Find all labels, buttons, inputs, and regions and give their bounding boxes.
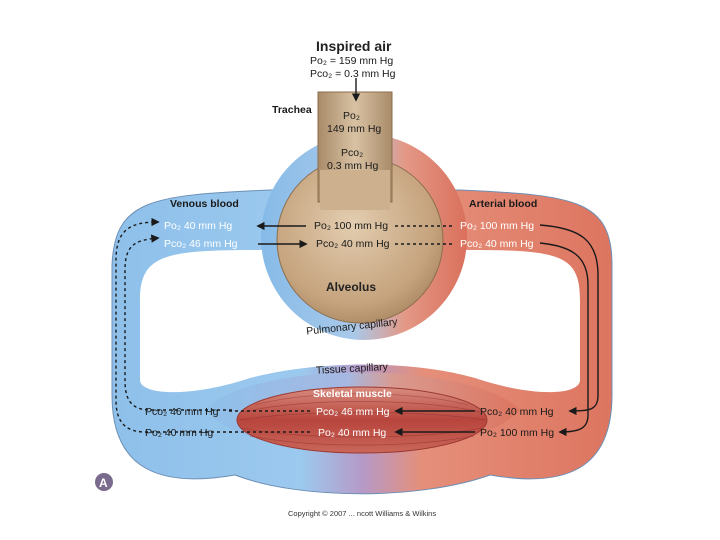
trachea-pco2-label: Pco₂ bbox=[341, 147, 363, 159]
panel-badge bbox=[95, 473, 113, 491]
muscle-pco2: Pco₂ 46 mm Hg bbox=[316, 406, 390, 418]
muscle-title: Skeletal muscle bbox=[313, 388, 392, 400]
alveolus-pco2: Pco₂ 40 mm Hg bbox=[316, 238, 390, 250]
arterial-po2: Po₂ 100 mm Hg bbox=[460, 220, 534, 232]
alveolus-po2: Po₂ 100 mm Hg bbox=[314, 220, 388, 232]
venous-return-line-2 bbox=[115, 217, 232, 433]
tissue-right-po2: Po₂ 100 mm Hg bbox=[480, 427, 554, 439]
arterial-line-2 bbox=[539, 242, 589, 437]
venous-title: Venous blood bbox=[170, 198, 239, 210]
inspired-pco2: Pco₂ = 0.3 mm Hg bbox=[310, 68, 396, 80]
arterial-title: Arterial blood bbox=[469, 198, 537, 210]
panel-letter: A bbox=[99, 476, 108, 490]
venous-return-line bbox=[124, 234, 232, 411]
muscle-po2: Po₂ 40 mm Hg bbox=[318, 427, 386, 439]
copyright-text: Copyright © 2007 ... ncott Williams & Wi… bbox=[288, 509, 436, 518]
inspired-title: Inspired air bbox=[316, 38, 392, 54]
tissue-right-pco2: Pco₂ 40 mm Hg bbox=[480, 406, 554, 418]
trachea-label: Trachea bbox=[272, 104, 312, 116]
venous-pco2: Pco₂ 46 mm Hg bbox=[164, 238, 238, 250]
trachea-pco2-value: 0.3 mm Hg bbox=[327, 160, 379, 172]
tissue-left-pco2: Pco₂ 46 mm Hg bbox=[145, 406, 219, 418]
arterial-pco2: Pco₂ 40 mm Hg bbox=[460, 238, 534, 250]
inspired-po2: Po₂ = 159 mm Hg bbox=[310, 55, 393, 67]
trachea-po2-label: Po₂ bbox=[343, 110, 360, 122]
alveolus-label: Alveolus bbox=[326, 280, 376, 294]
trachea-po2-value: 149 mm Hg bbox=[327, 123, 381, 135]
tissue-capillary-label: Tissue capillary bbox=[316, 361, 389, 377]
venous-po2: Po₂ 40 mm Hg bbox=[164, 220, 232, 232]
flow-lines bbox=[115, 78, 599, 437]
tissue-left-po2: Po₂ 40 mm Hg bbox=[145, 427, 213, 439]
arterial-line-1 bbox=[539, 224, 599, 416]
